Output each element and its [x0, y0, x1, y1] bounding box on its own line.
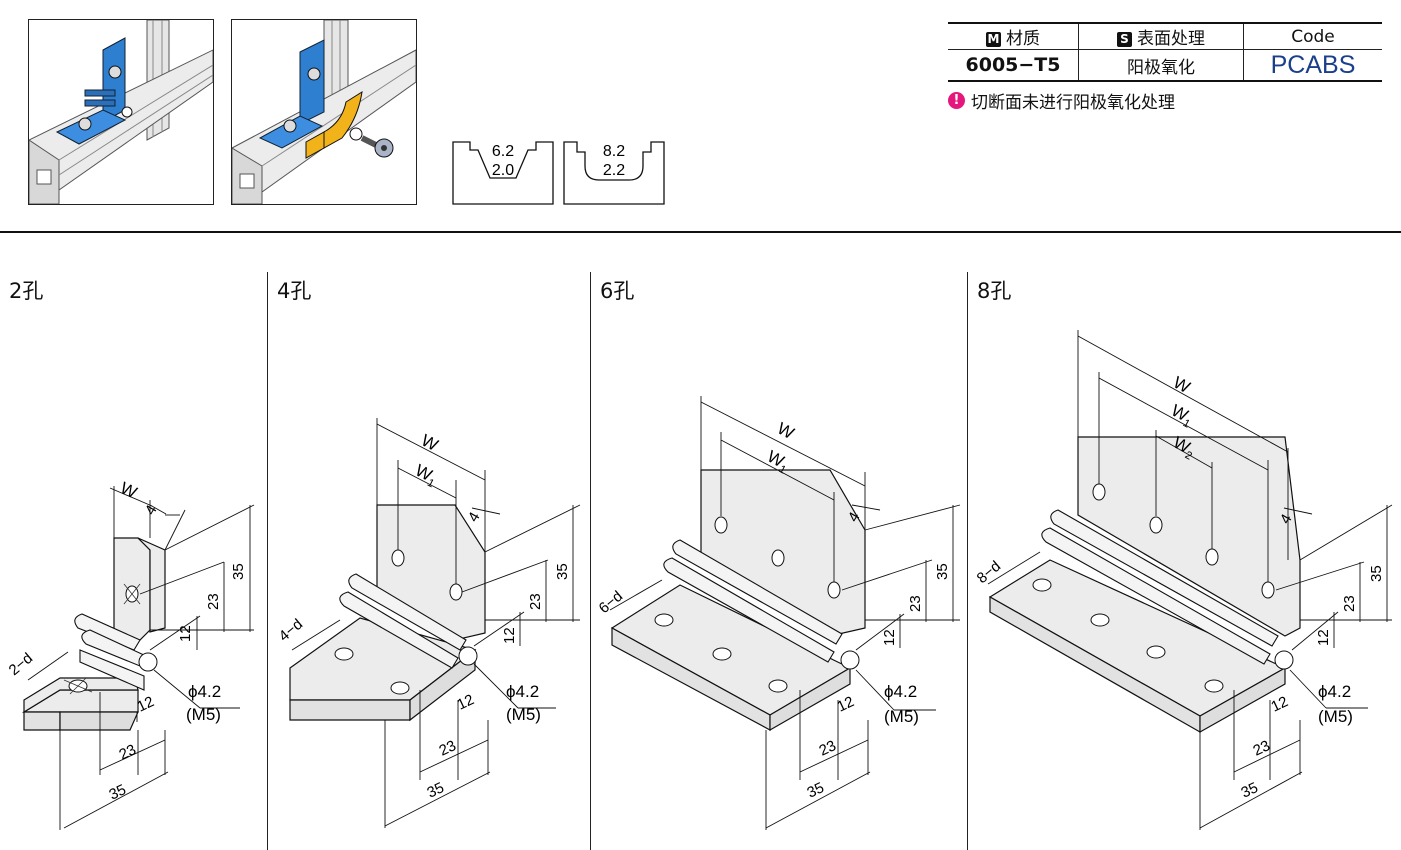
dim-height-23: 23	[205, 593, 222, 610]
dim-base-35: 35	[1239, 779, 1261, 801]
dim-hole-count: 2−d	[6, 650, 36, 679]
slot-width-label: 8.2	[603, 143, 625, 160]
dim-hole-count: 4−d	[276, 616, 306, 645]
dim-base-23: 23	[437, 737, 459, 759]
drawing-4-hole: W W1 4 35 23 12 ϕ4.2 (M5) 12 23 35 4−d	[276, 418, 581, 828]
anodize-note: ! 切断面未进行阳极氧化处理	[948, 88, 1175, 113]
dim-base-12: 12	[455, 691, 477, 713]
dim-w1-sub: 1	[425, 477, 436, 490]
dim-thread: (M5)	[506, 705, 541, 724]
dim-base-35: 35	[107, 781, 129, 803]
product-photo-bracket	[28, 19, 214, 205]
dim-w1-main: W	[1168, 401, 1191, 425]
product-code[interactable]: PCABS	[1243, 49, 1382, 82]
panel-divider	[267, 272, 268, 850]
dim-w2-main: W	[1170, 433, 1193, 457]
dim-base-12: 12	[835, 693, 857, 715]
dim-w1-sub: 1	[1181, 417, 1192, 430]
dim-base-35: 35	[805, 779, 827, 801]
dim-hole-diameter: ϕ4.2	[188, 682, 221, 701]
spec-table: M 材质 S 表面处理 Code 6005−T5 阳极氧化 PCABS	[948, 22, 1382, 82]
drawing-8-hole: W W1 W2 4 35 23 12 ϕ4.2 (M5) 12 23 35 8−…	[974, 330, 1393, 830]
slot-profile-6: 6.2 2.0	[452, 141, 554, 205]
panel-divider	[590, 272, 591, 850]
dim-base-12: 12	[1269, 693, 1291, 715]
code-header: Code	[1243, 22, 1382, 50]
dim-w: W	[774, 419, 797, 443]
drawing-2-hole: W 4 35 23 12 ϕ4.2 (M5) 12 23 35 2−d	[6, 478, 255, 830]
dim-height-12: 12	[501, 627, 518, 644]
dim-thread: (M5)	[186, 705, 221, 724]
dim-hole-diameter: ϕ4.2	[884, 682, 917, 701]
dim-thread: (M5)	[884, 707, 919, 726]
dim-hole-count: 8−d	[974, 558, 1004, 587]
surface-header: 表面处理	[1137, 29, 1205, 49]
dim-base-12: 12	[135, 693, 157, 715]
slot-depth-label: 2.0	[492, 162, 514, 179]
panel-title-6-hole: 6孔	[600, 279, 635, 303]
dim-base-23: 23	[1251, 737, 1273, 759]
dim-height-23: 23	[907, 595, 924, 612]
panel-title-4-hole: 4孔	[277, 279, 312, 303]
dim-w1: W1	[763, 447, 793, 477]
dim-w2: W2	[1169, 433, 1199, 463]
dim-height-23: 23	[1341, 595, 1358, 612]
dim-thickness: 4	[142, 502, 161, 518]
dim-height-23: 23	[527, 593, 544, 610]
dim-base-23: 23	[817, 737, 839, 759]
dim-height-35: 35	[934, 563, 951, 580]
dim-base-35: 35	[425, 779, 447, 801]
warning-icon: !	[948, 92, 965, 109]
slot-profile-8: 8.2 2.2	[563, 141, 665, 205]
slot-width-label: 6.2	[492, 143, 514, 160]
surface-header-cell: S 表面处理	[1078, 22, 1244, 50]
dim-height-12: 12	[881, 629, 898, 646]
section-divider	[0, 231, 1401, 233]
panel-divider	[967, 272, 968, 850]
panel-title-2-hole: 2孔	[9, 279, 44, 303]
dim-thickness: 4	[465, 509, 484, 525]
dim-w2-sub: 2	[1183, 449, 1194, 462]
material-header: 材质	[1006, 29, 1040, 49]
dim-base-23: 23	[117, 741, 139, 763]
surface-badge: S	[1117, 32, 1132, 47]
dim-w: W	[117, 478, 140, 502]
dim-height-35: 35	[230, 563, 247, 580]
dim-w1: W1	[1167, 401, 1197, 431]
slot-depth-label: 2.2	[603, 162, 625, 179]
product-photo-bracket-with-cover	[231, 19, 417, 205]
dim-height-12: 12	[1315, 629, 1332, 646]
drawing-6-hole: W W1 4 35 23 12 ϕ4.2 (M5) 12 23 35 6−d	[596, 396, 961, 830]
dim-thread: (M5)	[1318, 707, 1353, 726]
dim-height-35: 35	[1368, 565, 1385, 582]
dim-w: W	[418, 431, 441, 455]
dim-w1: W1	[411, 461, 441, 491]
dim-hole-count: 6−d	[596, 588, 626, 617]
dim-w: W	[1170, 373, 1193, 397]
material-value: 6005−T5	[948, 49, 1079, 82]
material-badge: M	[986, 32, 1001, 47]
dim-w1-main: W	[764, 447, 787, 471]
dim-height-12: 12	[177, 625, 194, 642]
dim-w1-main: W	[412, 461, 435, 485]
dim-hole-diameter: ϕ4.2	[1318, 682, 1351, 701]
anodize-note-text: 切断面未进行阳极氧化处理	[971, 93, 1175, 113]
dim-hole-diameter: ϕ4.2	[506, 682, 539, 701]
dim-height-35: 35	[554, 563, 571, 580]
material-header-cell: M 材质	[948, 22, 1079, 50]
panel-title-8-hole: 8孔	[977, 279, 1012, 303]
dim-w1-sub: 1	[777, 463, 788, 476]
surface-value: 阳极氧化	[1078, 49, 1244, 82]
